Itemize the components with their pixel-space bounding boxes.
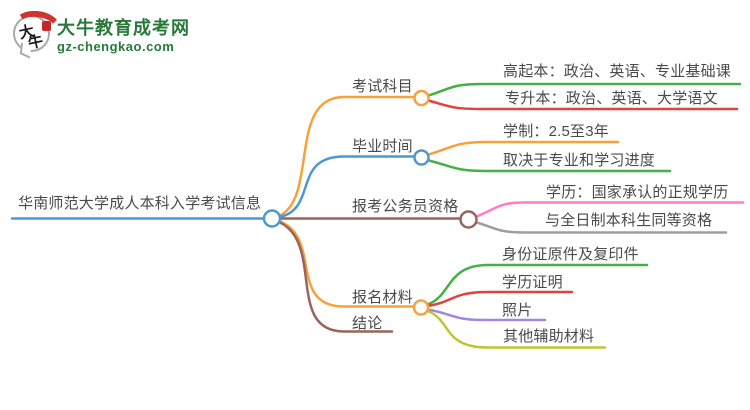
- child-line-depends-progress: [427, 159, 672, 173]
- child-line-other-materials: [426, 309, 607, 349]
- child-line-education-certificate: [426, 290, 574, 308]
- node-circle-graduation-time: [413, 149, 430, 166]
- site-name: 大牛教育成考网: [57, 18, 190, 38]
- branch-civil-servant-eligibility: 报考公务员资格: [352, 198, 459, 215]
- child-line-id-card: [426, 263, 649, 306]
- child-zhuanshengben-subjects: 专升本：政治、英语、大学语文: [505, 90, 718, 107]
- child-equal-qualification: 与全日制本科生同等资格: [545, 212, 713, 229]
- child-id-card: 身份证原件及复印件: [502, 246, 639, 263]
- node-circle-exam-subjects: [413, 89, 430, 107]
- branch-registration-materials: 报名材料: [352, 289, 413, 306]
- child-education-certificate: 学历证明: [502, 274, 563, 291]
- child-line-zhuanshengben: [427, 99, 739, 111]
- child-line-state-recognized: [475, 201, 745, 218]
- branch-graduation-time: 毕业时间: [352, 138, 413, 155]
- node-circle-civil-servant: [459, 210, 478, 229]
- branch-line-conclusion: [278, 221, 394, 333]
- root-node-label: 华南师范大学成人本科入学考试信息: [18, 195, 262, 212]
- branch-conclusion: 结论: [352, 315, 383, 332]
- branch-exam-subjects: 考试科目: [352, 78, 413, 95]
- branch-line-graduation-time: [278, 155, 416, 219]
- site-logo: 大 牛 大牛教育成考网 gz-chengkao.com: [10, 7, 190, 59]
- logo-bubble-icon: 大 牛: [10, 7, 64, 59]
- branch-line-exam-subjects: [278, 95, 416, 217]
- child-line-equal-qualification: [475, 221, 728, 234]
- child-depends-progress: 取决于专业和学习进度: [503, 152, 656, 169]
- child-state-recognized-degree: 学历：国家承认的正规学历: [546, 184, 729, 201]
- site-url: gz-chengkao.com: [57, 39, 175, 54]
- child-line-gaoqiben: [427, 82, 742, 97]
- branch-line-registration-materials: [278, 220, 416, 308]
- child-study-duration: 学制：2.5至3年: [503, 123, 609, 140]
- child-line-study-duration: [427, 140, 620, 156]
- node-circle-registration-materials: [412, 299, 430, 316]
- child-line-photo: [426, 308, 547, 322]
- child-gaoqiben-subjects: 高起本：政治、英语、专业基础课: [503, 63, 732, 80]
- root-node-circle: [262, 209, 282, 228]
- logo-seal-icon: [42, 21, 51, 31]
- child-other-materials: 其他辅助材料: [503, 328, 595, 345]
- child-photo: 照片: [502, 302, 533, 319]
